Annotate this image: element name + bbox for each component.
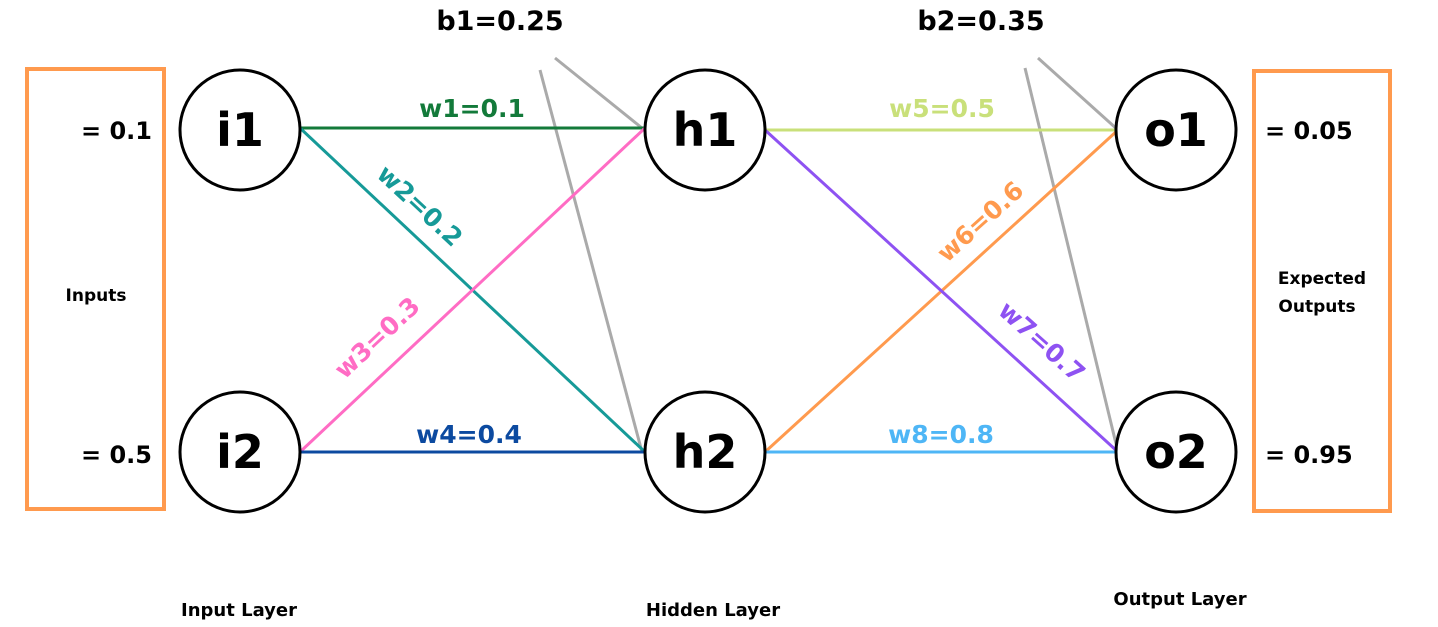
w7-connection <box>763 128 1120 454</box>
node-h1: h1 <box>643 68 767 192</box>
inputs-box <box>25 67 166 511</box>
node-o1-label: o1 <box>1144 103 1208 157</box>
node-i1: i1 <box>178 68 302 192</box>
w4-label: w4=0.4 <box>416 420 522 449</box>
w3-label: w3=0.3 <box>329 291 426 384</box>
node-i2: i2 <box>178 390 302 514</box>
b2-line-o2 <box>1023 67 1120 453</box>
node-h1-label: h1 <box>673 103 738 157</box>
b2-label: b2=0.35 <box>917 6 1044 37</box>
node-o2-label: o2 <box>1144 425 1208 479</box>
b1-label: b1=0.25 <box>436 6 563 37</box>
w5-label: w5=0.5 <box>889 94 995 123</box>
w3-connection <box>298 126 647 454</box>
output-o1-value: = 0.05 <box>1265 117 1353 145</box>
node-h2-label: h2 <box>673 425 738 479</box>
input-i2-value: = 0.5 <box>81 441 152 469</box>
b1-line-h2 <box>538 69 644 453</box>
b2-line-o1 <box>1036 56 1120 132</box>
input-i1-value: = 0.1 <box>81 117 152 145</box>
w7-label: w7=0.7 <box>993 296 1091 388</box>
expected-outputs-box <box>1252 69 1392 513</box>
w8-label: w8=0.8 <box>888 420 994 449</box>
hidden-layer-label: Hidden Layer <box>646 600 780 621</box>
output-layer-label: Output Layer <box>1113 589 1246 610</box>
node-i1-label: i1 <box>216 103 264 157</box>
input-layer-label: Input Layer <box>181 600 297 621</box>
expected-outputs-label-line2: Outputs <box>1278 297 1355 317</box>
node-o2: o2 <box>1114 390 1238 514</box>
b1-line-h1 <box>554 56 643 130</box>
node-o1: o1 <box>1114 68 1238 192</box>
output-o2-value: = 0.95 <box>1265 441 1353 469</box>
inputs-label: Inputs <box>66 286 127 306</box>
w1-label: w1=0.1 <box>419 94 525 123</box>
node-h2: h2 <box>643 390 767 514</box>
w2-label: w2=0.2 <box>371 159 468 252</box>
node-i2-label: i2 <box>216 425 264 479</box>
expected-outputs-label-line1: Expected <box>1278 269 1366 289</box>
